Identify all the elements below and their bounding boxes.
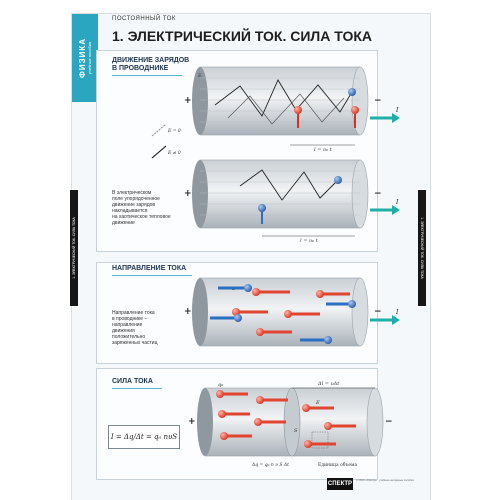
note-line: на хаотическое тепловое [112, 214, 171, 220]
plus-terminal-label: + [184, 96, 192, 106]
positive-charge [294, 106, 302, 114]
conductor-cylinder [192, 159, 369, 229]
positive-charge [351, 106, 359, 114]
header [98, 14, 430, 54]
positive-charge-flow [216, 390, 356, 448]
note-line: движения [112, 328, 135, 334]
negative-charge [348, 88, 356, 96]
chaotic-path [214, 79, 353, 117]
delta-q-label: Δq = q₀ n υ S Δt [251, 462, 289, 468]
fine-print: © ООО «Спектр» · учебные наглядные пособ… [356, 479, 414, 482]
note-line: в проводнике – [112, 316, 148, 322]
unit-volume-label: Единица объема [318, 461, 358, 468]
current-label: I [395, 309, 399, 316]
current-label: I [395, 107, 399, 114]
drift-path [239, 169, 339, 201]
chaotic-path [227, 93, 345, 125]
field-label: E [315, 400, 320, 406]
minus-terminal-label: − [374, 189, 382, 199]
page-title: 1. ЭЛЕКТРИЧЕСКИЙ ТОК. СИЛА ТОКА [112, 28, 373, 44]
left-edge-tab: 1. ЭЛЕКТРИЧЕСКИЙ ТОК. СИЛА ТОКА [70, 190, 78, 306]
section1-title-line1: ДВИЖЕНИЕ ЗАРЯДОВ [112, 57, 190, 64]
section3-title: СИЛА ТОКА [112, 378, 153, 385]
minus-terminal-label: − [385, 417, 393, 427]
section2-title-rule [112, 275, 192, 276]
negative-charge-flow [210, 284, 356, 344]
section3-title-rule [112, 388, 162, 389]
subject-tab: ФИЗИКА учебные пособия [72, 14, 98, 102]
negative-charge [258, 204, 266, 212]
minus-terminal-label: − [374, 307, 382, 317]
publisher-logo: СПЕКТР [327, 478, 353, 490]
plus-terminal-label: + [184, 307, 192, 317]
section1-title: ДВИЖЕНИЕ ЗАРЯДОВ В ПРОВОДНИКЕ [112, 57, 189, 73]
note-line: Направление тока [112, 310, 155, 316]
conductor-cylinder [192, 66, 369, 136]
right-edge-tab: 1. ЭЛЕКТРИЧЕСКИЙ ТОК. СИЛА ТОКА [418, 190, 426, 306]
section1-title-rule [112, 75, 182, 76]
legend-arrow-e0 [151, 123, 167, 137]
current-arrow-head [392, 205, 400, 215]
topic-label: ПОСТОЯННЫЙ ТОК [112, 16, 176, 22]
note-line: движение зарядов [112, 202, 156, 208]
positive-charge-flow [232, 288, 350, 336]
section1-note: В электрическом поле упорядоченное движе… [112, 190, 171, 226]
legend-arrow-ene0 [151, 145, 167, 159]
section2-note: Направление тока в проводнике – направле… [112, 310, 157, 346]
minus-terminal-label: − [374, 96, 382, 106]
note-line: В электрическом [112, 190, 152, 196]
legend-ene0-label: E ≠ 0 [167, 150, 181, 156]
section1-title-line2: В ПРОВОДНИКЕ [112, 65, 169, 72]
note-line: накладывается [112, 208, 148, 214]
legend-e0-label: E = 0 [167, 128, 181, 134]
current-label: I [395, 199, 399, 206]
conductor-cylinder [197, 387, 384, 457]
plus-terminal-label: + [184, 189, 192, 199]
current-arrow-head [392, 113, 400, 123]
charge-label: q₀ [218, 382, 223, 388]
note-line: положительно [112, 334, 146, 340]
current-arrow-head [392, 315, 400, 325]
current-formula: I = Δq/Δt = q₀ nυS [108, 425, 180, 449]
field-label: E [198, 73, 202, 79]
note-line: движение [112, 220, 135, 226]
distance-label: l = υ₀ t [300, 238, 319, 244]
distance-label: l = υ₀ t [314, 147, 333, 153]
note-line: поле упорядоченное [112, 196, 160, 202]
unit-volume-box [311, 431, 329, 449]
note-line: направление [112, 322, 143, 328]
note-line: заряженных частиц [112, 340, 158, 346]
negative-charge [334, 176, 342, 184]
section2-title: НАПРАВЛЕНИЕ ТОКА [112, 265, 187, 272]
cross-section-label: S [294, 428, 298, 434]
delta-l-label: Δl = υΔt [317, 381, 340, 387]
plus-terminal-label: + [188, 417, 196, 427]
